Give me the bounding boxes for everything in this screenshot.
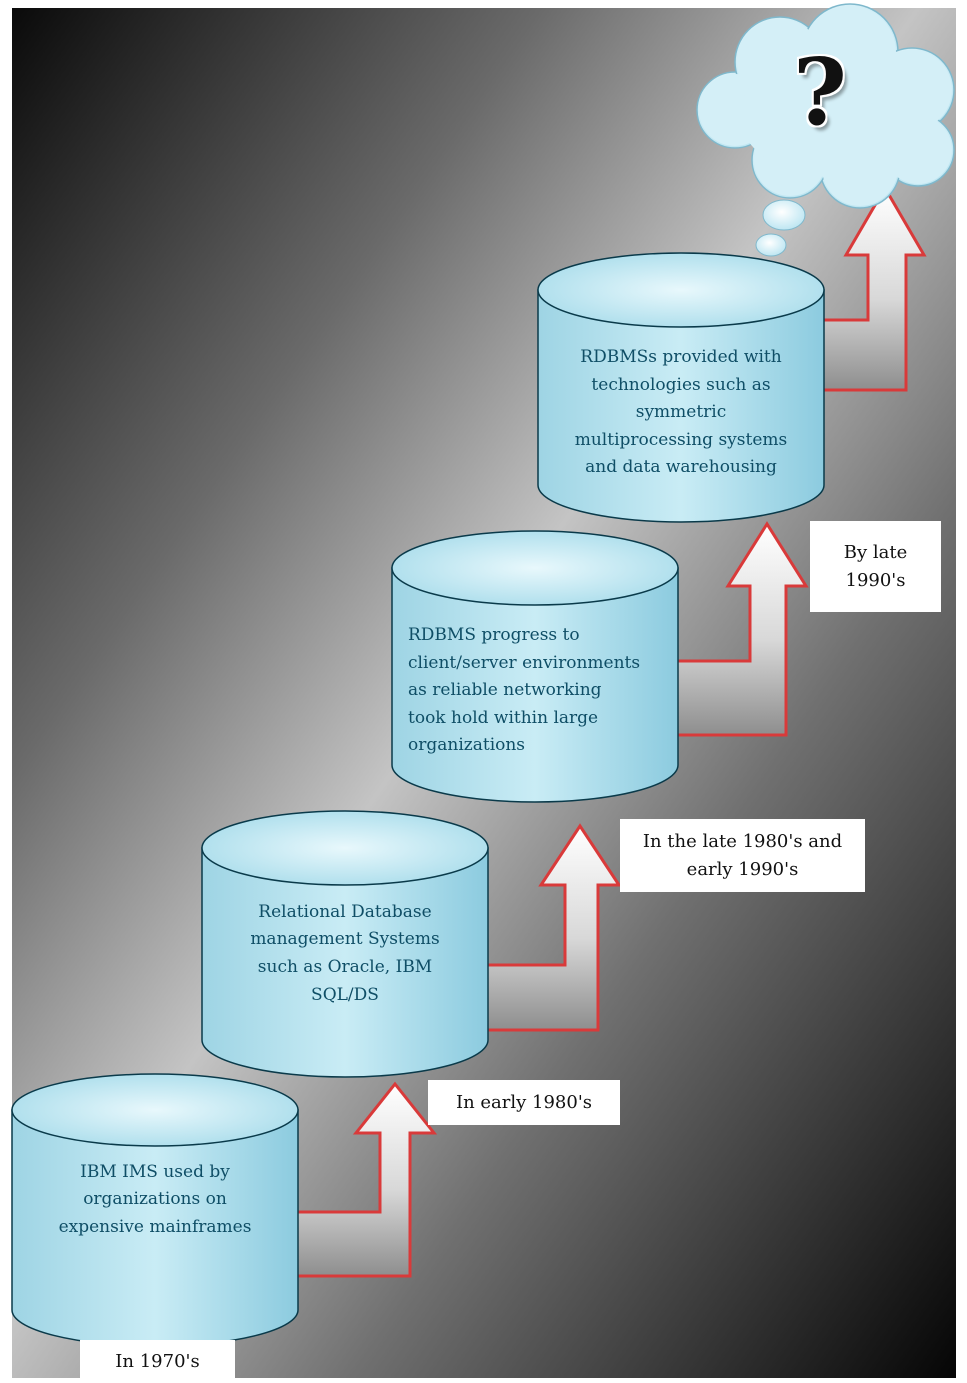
stage-2-description: Relational Database management Systems s… <box>250 901 440 1005</box>
question-mark-icon: ? <box>793 38 847 146</box>
database-cylinder-4 <box>537 252 825 523</box>
stage-1-description: IBM IMS used by organizations on expensi… <box>58 1161 252 1237</box>
stage-4-description: RDBMSs provided with technologies such a… <box>574 347 788 478</box>
thought-cloud <box>696 3 955 257</box>
era-label-1970s: In 1970's <box>80 1340 235 1383</box>
era-label-late-1980s-early-1990s: In the late 1980's and early 1990's <box>620 819 865 892</box>
database-cylinder-3 <box>391 530 679 803</box>
era-label-late-1990s: By late 1990's <box>810 521 941 612</box>
step-arrow-2 <box>478 823 622 1032</box>
era-label-early-1980s: In early 1980's <box>428 1080 620 1125</box>
step-arrow-1 <box>283 1081 438 1278</box>
step-arrow-3 <box>668 521 809 737</box>
stage-3-description: RDBMS progress to client/server environm… <box>408 625 641 756</box>
step-arrow-4 <box>813 185 927 392</box>
database-cylinder-2 <box>201 810 489 1078</box>
